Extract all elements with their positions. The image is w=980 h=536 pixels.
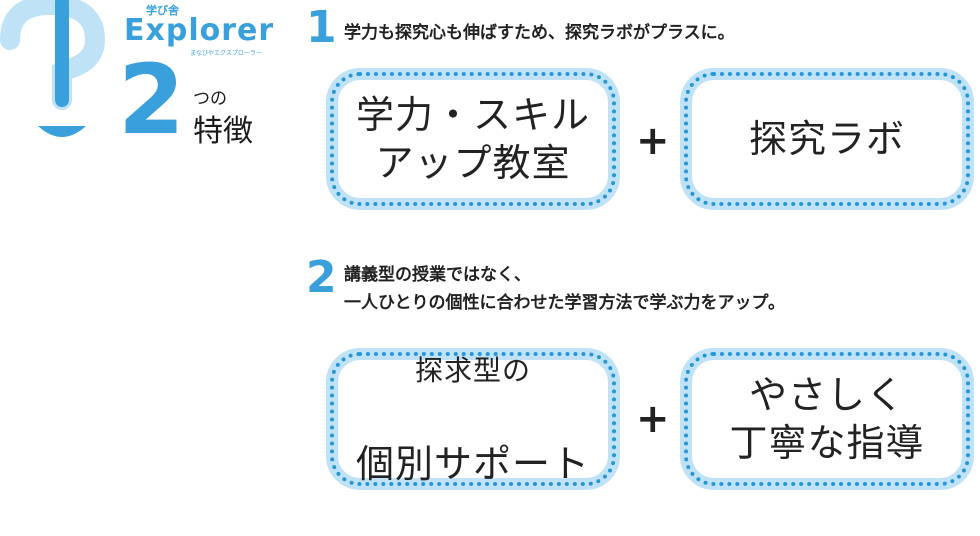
section-2-number: 2 — [306, 252, 337, 303]
section-1-heading: 学力も探究心も伸ばすため、探究ラボがプラスに。 — [344, 23, 735, 43]
section-2-heading-line1: 講義型の授業ではなく、 — [344, 265, 531, 285]
brand-small-label: 学び舎 — [146, 4, 179, 17]
section-2-left-box-label: 探求型の 個別サポート — [356, 302, 590, 536]
brand-tagline: まなびやエクスプローラー — [190, 50, 262, 57]
section-2-left-box-line1: 探求型の — [414, 354, 531, 387]
logo-mark-icon — [0, 0, 106, 137]
section-2-right-box-label: やさしく 丁寧な指導 — [729, 373, 925, 465]
features-count: 2 — [118, 44, 185, 156]
section-1-left-box-label: 学力・スキル アップ教室 — [355, 93, 590, 185]
section-2-plus: + — [636, 396, 670, 442]
section-1-plus: + — [636, 118, 670, 164]
features-count-suffix: つの — [193, 89, 227, 109]
section-1-left-box: 学力・スキル アップ教室 — [326, 68, 620, 210]
brand-name: Explorer — [124, 13, 275, 48]
features-label: 特徴 — [193, 114, 253, 149]
section-2-right-box: やさしく 丁寧な指導 — [680, 348, 974, 490]
section-1-number: 1 — [306, 2, 337, 53]
section-2-left-box-line2: 個別サポート — [355, 442, 590, 486]
section-1-right-box-label: 探究ラボ — [748, 117, 905, 161]
section-2-heading-line2: 一人ひとりの個性に合わせた学習方法で学ぶ力をアップ。 — [344, 293, 785, 313]
section-1-right-box: 探究ラボ — [680, 68, 974, 210]
section-2-left-box: 探求型の 個別サポート — [326, 348, 620, 490]
